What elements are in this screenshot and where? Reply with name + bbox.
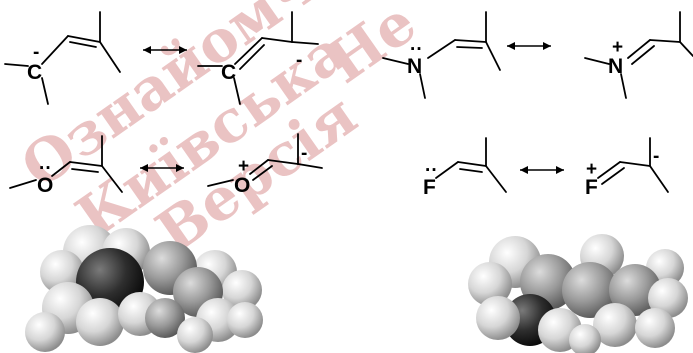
watermark: Ознайомча Київська Версія Не (9, 0, 428, 266)
lone-pair: ·· (410, 39, 423, 60)
plus-charge: + (586, 159, 597, 180)
plus-charge: + (612, 37, 623, 58)
enolate-structure-1: O ·· (9, 135, 123, 197)
space-filling-model-right (468, 234, 688, 353)
fluorine-label: F (423, 176, 436, 199)
minus-charge: - (296, 50, 302, 71)
lone-pair: ·· (425, 160, 438, 181)
enamine-structure-2: N + (584, 11, 693, 99)
nitrogen-label: N (407, 55, 422, 78)
plus-charge: + (238, 156, 249, 177)
enamine-structure-1: N ·· (382, 11, 501, 99)
resonance-arrow-2 (507, 42, 551, 50)
carbon-label: C (221, 61, 236, 84)
minus-charge: - (33, 42, 39, 63)
fluoroalkene-structure-1: F ·· (423, 137, 507, 199)
resonance-arrow-3 (140, 164, 184, 172)
minus-charge: - (301, 143, 307, 164)
nitrogen-label: N (608, 55, 623, 78)
resonance-arrow-4 (520, 166, 564, 174)
enolate-structure-2: O + - (207, 133, 323, 197)
oxygen-label: O (234, 174, 250, 197)
fluorine-label: F (585, 176, 598, 199)
minus-charge: - (653, 146, 659, 167)
lone-pair: ·· (39, 158, 52, 179)
fluoroalkene-structure-2: F + - (585, 137, 669, 199)
resonance-arrow-1 (143, 46, 187, 54)
carbon-label: C (27, 61, 42, 84)
carbanion-structure-1: C - (4, 11, 121, 105)
space-filling-model-left (25, 225, 263, 353)
oxygen-label: O (37, 174, 53, 197)
carbanion-structure-2: C - (197, 11, 319, 105)
